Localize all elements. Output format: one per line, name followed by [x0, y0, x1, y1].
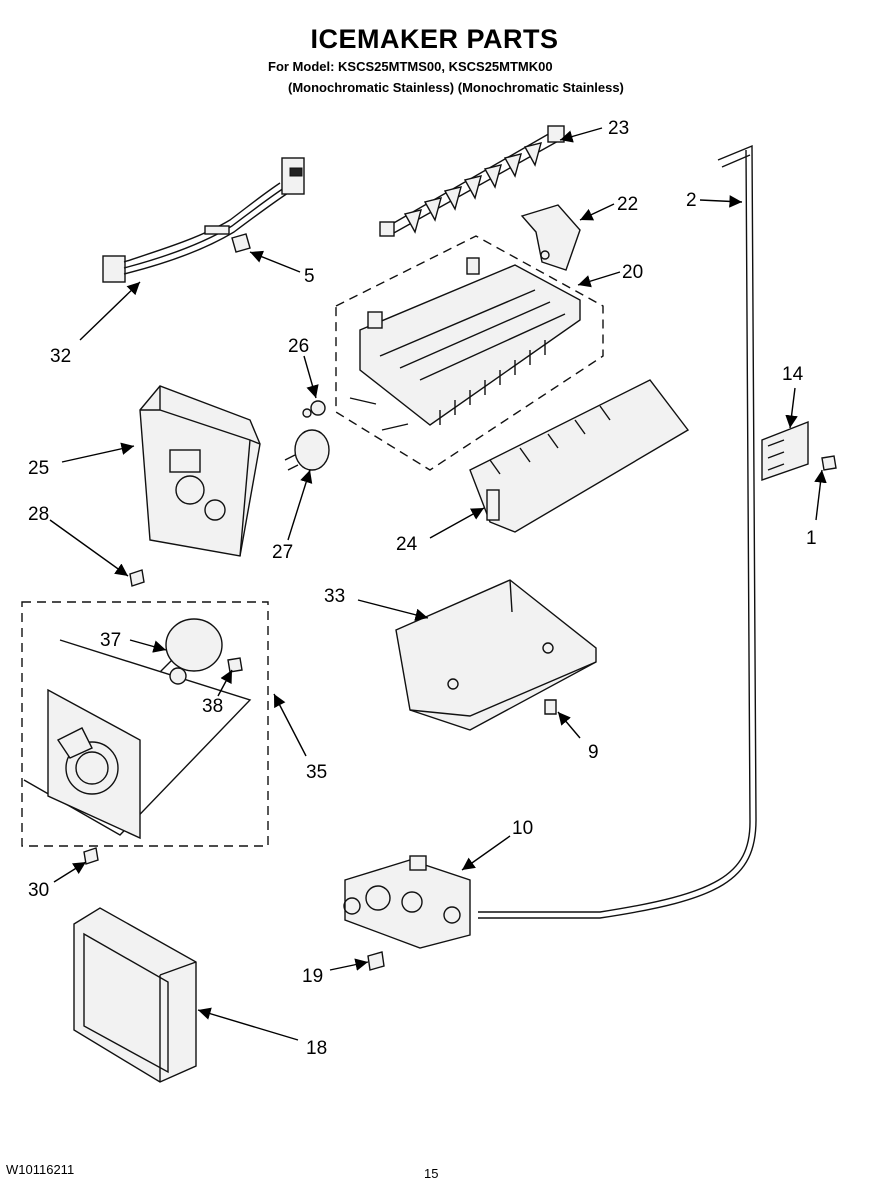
callout-1: 1	[806, 528, 817, 549]
wire-harness-part	[102, 157, 305, 283]
screw-38-part	[227, 657, 243, 673]
callout-28: 28	[28, 504, 49, 525]
fill-tube-part	[478, 144, 757, 919]
callout-23: 23	[608, 118, 629, 139]
callout-33: 33	[324, 586, 345, 607]
callout-22: 22	[617, 194, 638, 215]
ejector-part	[379, 125, 565, 237]
thermostat-part	[302, 400, 326, 418]
callout-35: 35	[306, 762, 327, 783]
document-number: W10116211	[6, 1162, 75, 1177]
screw-28-part	[129, 569, 145, 587]
control-module-part	[139, 385, 261, 557]
ice-stripper-part	[469, 379, 690, 533]
callout-19: 19	[302, 966, 323, 987]
callout-30: 30	[28, 880, 49, 901]
foam-insulation-part	[73, 907, 197, 1083]
drive-motor-part	[159, 618, 223, 685]
callout-14: 14	[782, 364, 804, 385]
callout-labels: 23 22 20 2 5 32 26 14 1 25 28 27 24 33 3…	[28, 118, 817, 1059]
module-assembly-part	[21, 601, 269, 847]
screw-19-part	[367, 951, 385, 971]
callout-2: 2	[686, 190, 697, 211]
thermal-cutout-part	[284, 429, 330, 471]
screw-9-part	[544, 699, 557, 715]
callout-38: 38	[202, 696, 223, 717]
mold-bracket-part	[520, 204, 581, 271]
page-title: ICEMAKER PARTS	[310, 24, 559, 54]
callout-32: 32	[50, 346, 71, 367]
callout-9: 9	[588, 742, 599, 763]
wire-clip-part	[231, 233, 251, 253]
tube-clamp-part	[761, 420, 809, 481]
screw-30-part	[83, 847, 99, 865]
callout-27: 27	[272, 542, 293, 563]
callout-25: 25	[28, 458, 49, 479]
callout-20: 20	[622, 262, 643, 283]
callout-10: 10	[512, 818, 533, 839]
icemaker-cover-part	[395, 579, 597, 731]
callout-5: 5	[304, 266, 315, 287]
callout-37: 37	[100, 630, 121, 651]
water-valve-part	[343, 855, 471, 949]
leader-lines	[49, 127, 827, 1041]
callout-18: 18	[306, 1038, 327, 1059]
variant-line: (Monochromatic Stainless) (Monochromatic…	[288, 80, 624, 95]
page-number: 15	[424, 1166, 439, 1181]
mold-and-heater-part	[335, 235, 604, 471]
callout-24: 24	[396, 534, 418, 555]
screw-1-part	[821, 455, 837, 471]
callout-26: 26	[288, 336, 309, 357]
model-line: For Model: KSCS25MTMS00, KSCS25MTMK00	[268, 59, 553, 74]
